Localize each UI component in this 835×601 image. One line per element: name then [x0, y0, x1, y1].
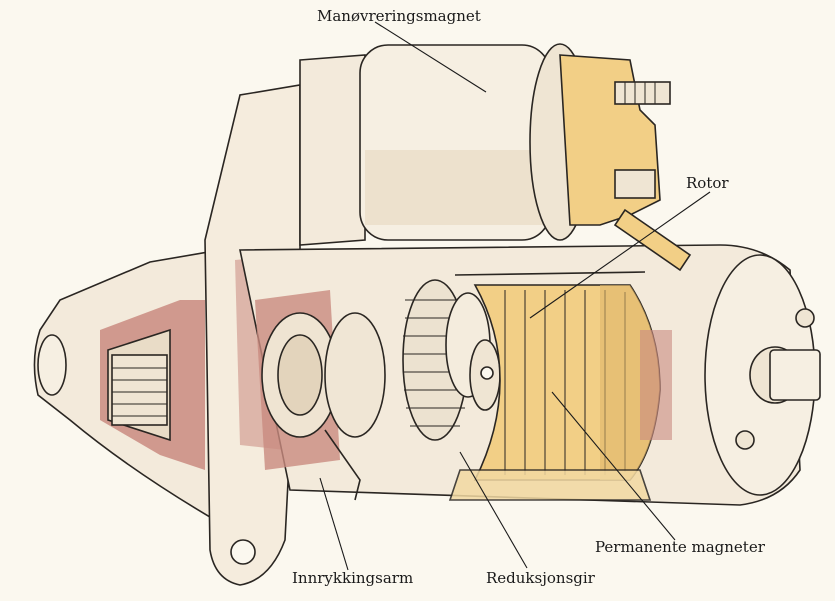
label-engagement-lever: Innrykkingsarm — [292, 569, 413, 587]
label-reduction-gear: Reduksjonsgir — [486, 569, 596, 587]
reduction-gear — [402, 279, 501, 441]
pinion-gear — [37, 334, 168, 426]
commutator-end-cap — [640, 254, 821, 496]
label-rotor: Rotor — [686, 174, 729, 192]
label-permanent-magnets: Permanente magneter — [595, 538, 766, 556]
leader-solenoid — [374, 21, 487, 93]
leader-reduction-gear — [459, 451, 528, 569]
rotor-armature — [473, 284, 661, 481]
leader-rotor — [529, 191, 711, 319]
leader-permanent-magnets — [551, 391, 676, 541]
label-solenoid: Manøvreringsmagnet — [317, 7, 481, 25]
leader-lines — [319, 21, 711, 571]
labels: Manøvreringsmagnet Rotor Permanente magn… — [292, 7, 766, 587]
engagement-lever — [255, 290, 386, 501]
solenoid — [299, 43, 692, 272]
permanent-magnets — [448, 271, 652, 501]
leader-engagement-lever — [319, 477, 349, 571]
